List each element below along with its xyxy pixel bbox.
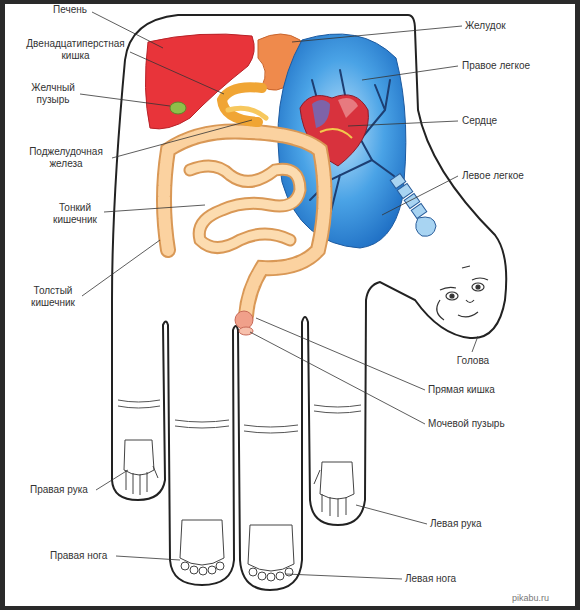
part-label: Правая рука [30,484,110,496]
duodenum [222,87,262,122]
part-label: Желчный пузырь [22,82,84,106]
part-label: Желудок [465,20,565,32]
small-intestine-fill [190,166,300,248]
part-label: Мочевой пузырь [428,418,558,430]
part-label: Правое легкое [462,60,567,72]
finger-joints [118,400,361,433]
large-intestine-fill [164,131,325,316]
part-label: Левое легкое [462,170,567,182]
part-label: Прямая кишка [428,384,558,396]
part-label: Правая нога [50,550,130,562]
limb-sketches [124,440,354,581]
small-intestine [190,166,300,248]
part-label: Толстый кишечник [20,285,86,309]
part-label: Печень [40,4,100,16]
hand-outline [112,15,506,590]
part-label: Голова [440,355,506,367]
trachea [390,173,436,236]
part-label: Сердце [462,115,562,127]
part-label: Левая рука [430,518,530,530]
part-label: Двенадцатиперстная кишка [18,38,133,62]
gall-bladder [170,102,186,114]
heart [300,95,368,166]
watermark: pikabu.ru [512,592,572,604]
bladder [239,327,253,335]
head-face [437,266,488,320]
part-label: Левая нога [405,573,505,585]
rectum [235,311,253,329]
large-intestine [164,131,325,316]
part-label: Тонкий кишечник [42,202,108,226]
part-label: Поджелудочная железа [16,146,116,170]
leader-lines [80,12,478,579]
pancreas [228,108,266,118]
